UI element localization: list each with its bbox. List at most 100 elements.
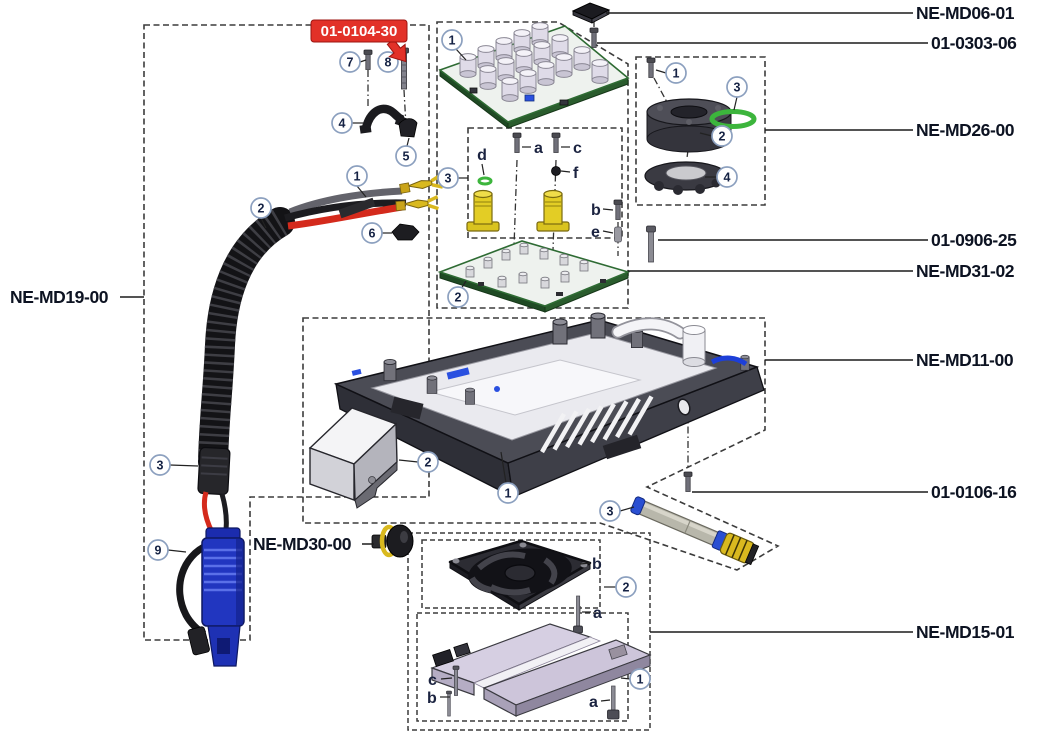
label-ne-md15-01: NE-MD15-01 xyxy=(916,622,1015,642)
balloon-3: 3 xyxy=(149,454,171,476)
vent-slots xyxy=(540,395,654,454)
screw-a xyxy=(512,132,522,153)
label-ne-md11-00: NE-MD11-00 xyxy=(916,350,1014,370)
main-housing-tray xyxy=(333,312,765,499)
balloon-9: 9 xyxy=(147,539,169,561)
label-ne-md30-00: NE-MD30-00 xyxy=(253,534,352,554)
balloon-housing-3: 3 xyxy=(599,500,621,522)
balloon-coupler-3: 3 xyxy=(726,76,748,98)
letter-hs-b: b xyxy=(427,690,437,707)
svg-text:3: 3 xyxy=(607,505,614,519)
balloon-callouts: 7 8 4 5 1 2 6 3 9 1 3 2 1 3 2 4 2 1 xyxy=(147,29,748,690)
balloon-1: 1 xyxy=(346,165,368,187)
letter-c: c xyxy=(573,140,582,157)
cable-assembly xyxy=(176,47,444,667)
blue-trim xyxy=(710,355,748,367)
balloon-board-3: 3 xyxy=(437,167,459,189)
screw-01-0106-16 xyxy=(683,471,693,492)
svg-text:1: 1 xyxy=(354,170,361,184)
svg-text:2: 2 xyxy=(258,202,265,216)
heatsink-screw-a xyxy=(607,685,620,720)
tube-assembly xyxy=(630,496,760,566)
svg-text:2: 2 xyxy=(425,456,432,470)
label-01-0906-25: 01-0906-25 xyxy=(931,230,1017,250)
label-ne-md31-02: NE-MD31-02 xyxy=(916,261,1015,281)
top-module xyxy=(571,2,611,24)
svg-text:2: 2 xyxy=(455,291,462,305)
small-oring xyxy=(477,176,493,186)
letter-b: b xyxy=(591,202,601,219)
housing-group-box xyxy=(302,317,780,571)
svg-text:8: 8 xyxy=(385,56,392,70)
svg-text:1: 1 xyxy=(449,34,456,48)
letter-hs-c: c xyxy=(428,672,437,689)
svg-text:2: 2 xyxy=(623,581,630,595)
part-number-labels: NE-MD19-00 NE-MD06-01 01-0303-06 NE-MD26… xyxy=(10,3,1018,642)
white-canister xyxy=(611,317,706,367)
svg-text:4: 4 xyxy=(724,171,731,185)
highlight-callout: 01-0104-30 xyxy=(310,19,408,63)
svg-text:2: 2 xyxy=(719,130,726,144)
standoff-subassembly xyxy=(466,132,623,243)
balloon-housing-2: 2 xyxy=(417,451,439,473)
clamp-saddle xyxy=(398,118,418,138)
balloon-5: 5 xyxy=(395,145,417,167)
fan-screw-a xyxy=(573,595,583,634)
blue-screw xyxy=(446,367,470,380)
housing-cover xyxy=(308,407,398,509)
svg-text:1: 1 xyxy=(673,67,680,81)
svg-text:3: 3 xyxy=(445,172,452,186)
grommet-f xyxy=(551,166,561,176)
balloon-coupler-4: 4 xyxy=(716,166,738,188)
svg-text:6: 6 xyxy=(369,227,376,241)
standoff-subgroup-box xyxy=(467,127,623,239)
screw-c xyxy=(551,132,561,153)
label-ne-md19-00: NE-MD19-00 xyxy=(10,287,109,307)
letter-d: d xyxy=(477,147,487,164)
balloon-coupler-2: 2 xyxy=(711,125,733,147)
svg-text:9: 9 xyxy=(155,544,162,558)
cable-assembly-group-box xyxy=(143,24,430,641)
cooling-fan xyxy=(448,539,592,611)
letter-fan-b: b xyxy=(592,556,602,573)
callout-box xyxy=(310,19,408,43)
control-board-group-box xyxy=(436,21,629,309)
mount-hole xyxy=(677,398,691,416)
cable-sleeve xyxy=(197,446,231,496)
letter-e: e xyxy=(591,224,600,241)
screw-b xyxy=(613,199,623,220)
bolt-01-0906-25 xyxy=(646,225,656,263)
leader-lines xyxy=(120,12,928,633)
balloon-7: 7 xyxy=(339,51,361,73)
svg-text:3: 3 xyxy=(734,81,741,95)
small-bracket xyxy=(391,223,420,241)
heatsink-assembly xyxy=(430,623,652,717)
balloon-board-2: 2 xyxy=(447,286,469,308)
standoff-post xyxy=(466,189,500,232)
letter-fan-a: a xyxy=(593,605,602,622)
coupler-flange xyxy=(644,161,728,195)
lower-board xyxy=(437,240,631,313)
blue-connector xyxy=(176,527,245,667)
coupler-group-box xyxy=(635,56,766,206)
label-ne-md26-00: NE-MD26-00 xyxy=(916,120,1015,140)
heatsink-screw-b xyxy=(446,690,452,717)
svg-text:5: 5 xyxy=(403,150,410,164)
svg-text:3: 3 xyxy=(157,459,164,473)
balloon-cooling-2: 2 xyxy=(615,576,637,598)
fan-blades xyxy=(469,551,558,596)
ring-terminal xyxy=(399,173,444,194)
balloon-cooling-1: 1 xyxy=(629,668,651,690)
letter-callouts: d a c f b e b a c b a xyxy=(427,140,614,711)
coupler-oring xyxy=(709,109,757,129)
standoff-post xyxy=(536,189,570,232)
conduit-ribs xyxy=(198,209,289,463)
ring-terminal xyxy=(395,195,439,211)
svg-text:4: 4 xyxy=(339,117,346,131)
balloon-board-1: 1 xyxy=(441,29,463,51)
label-01-0106-16: 01-0106-16 xyxy=(931,482,1017,502)
coupler-subassembly xyxy=(644,57,757,195)
coupler-screw xyxy=(646,57,656,78)
